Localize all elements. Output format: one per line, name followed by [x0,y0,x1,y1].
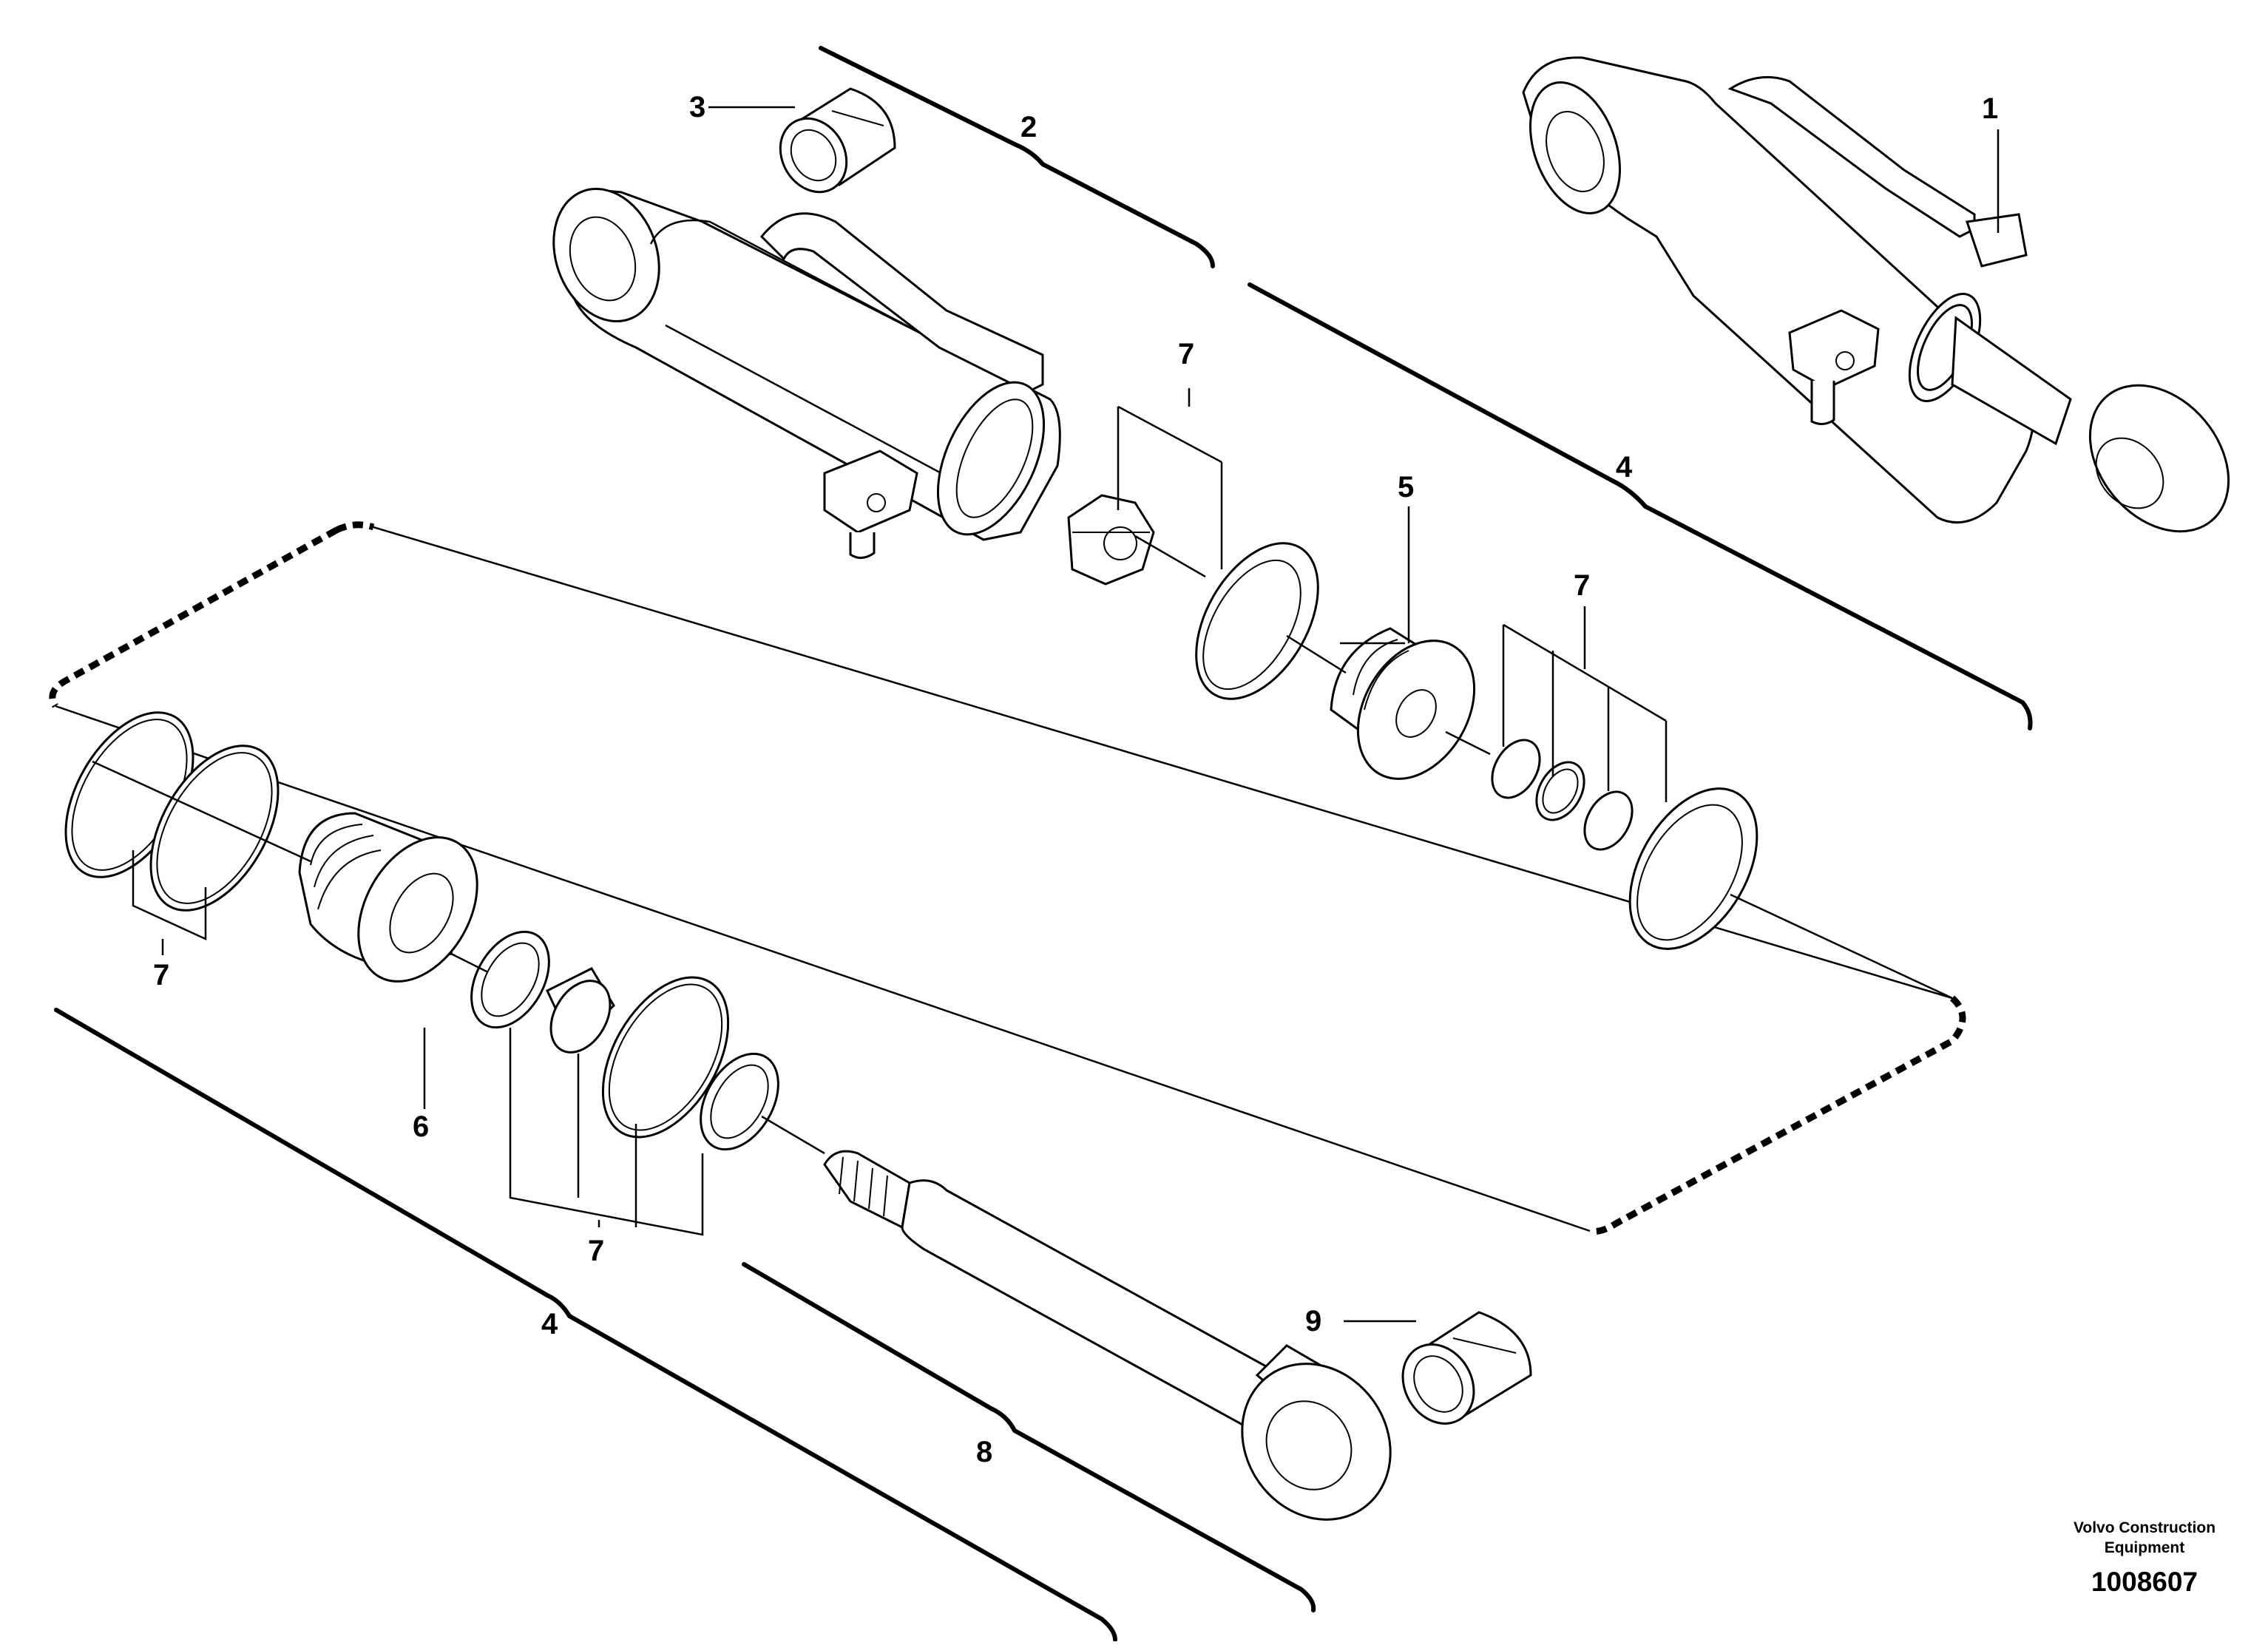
callout-7-bottom: 7 [588,1235,604,1267]
piston-5 [1330,627,1476,780]
callout-2: 2 [1020,111,1037,143]
piston-rod-8 [823,1150,1392,1521]
callout-1: 1 [1982,92,1998,125]
bracket-8 [742,1262,1316,1612]
cylinder-barrel-2 [552,187,1061,559]
callout-8: 8 [976,1436,992,1468]
cylinder-assembly-1 [1522,56,2230,533]
callout-7-left: 7 [153,959,169,991]
piston-seals-7 [1491,739,1758,950]
bracket-4-lower [54,1008,1117,1642]
bracket-2 [819,46,1215,268]
bushing-3 [779,87,896,194]
callout-3: 3 [689,91,705,123]
brand-line-2: Equipment [2105,1539,2185,1556]
bracket-4-upper [1248,282,2033,730]
callout-4-lower: 4 [541,1308,558,1340]
cylinder-head-6 [298,812,478,983]
drawing-number: 1008607 [2091,1567,2198,1597]
callout-5: 5 [1398,471,1414,503]
callout-6: 6 [413,1110,429,1143]
nut-7 [1067,494,1155,586]
brand-line-1: Volvo Construction [2074,1519,2215,1536]
rod-seals-7 [470,930,779,1151]
bushing-9 [1401,1311,1532,1425]
callout-9: 9 [1305,1305,1321,1337]
callout-4-upper: 4 [1616,451,1633,484]
o-rings-7-left [64,711,280,912]
callout-7-right: 7 [1574,569,1590,602]
callout-7-upper: 7 [1178,338,1194,370]
guide-ring-7 [1195,542,1319,700]
